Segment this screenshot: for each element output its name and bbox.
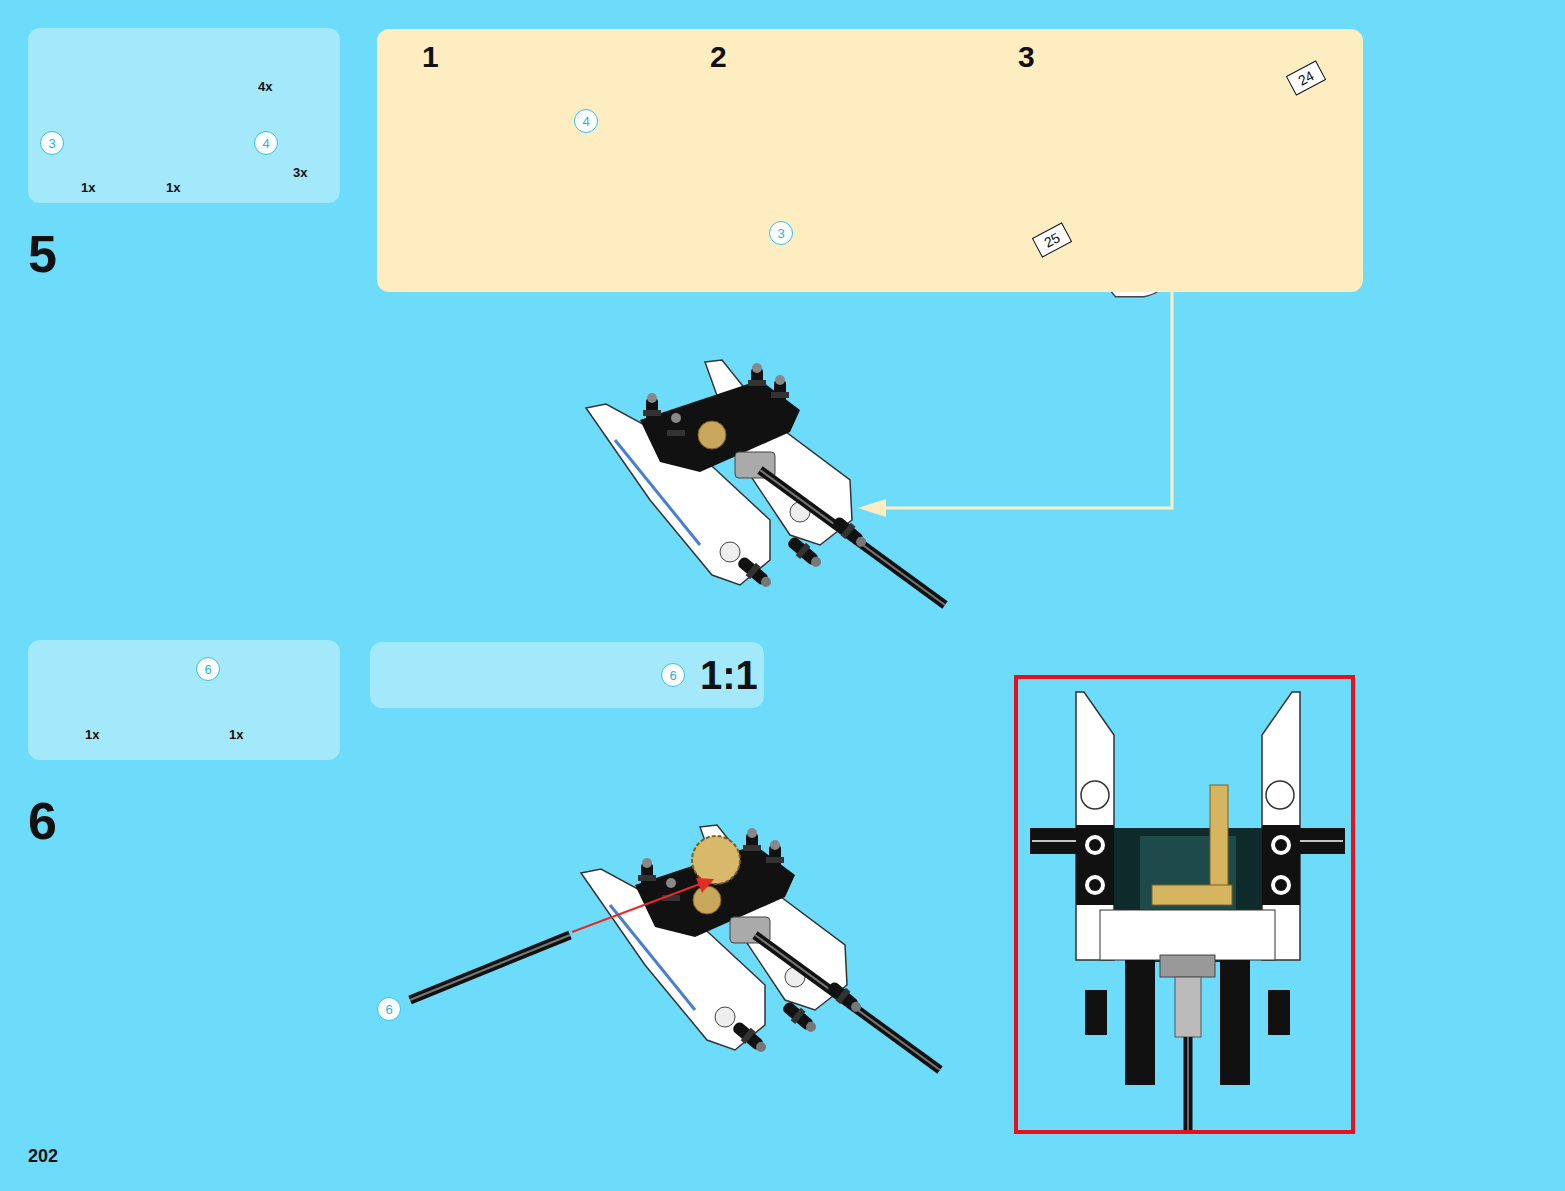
step-6-assembly-part [410,935,570,1000]
callout-number: 6 [377,997,401,1021]
quantity-label: 4x [258,80,272,93]
front-view-inset [1016,677,1353,1132]
front-view-inset-part [1089,839,1101,851]
front-view-inset-part [1275,839,1287,851]
step-6-assembly-part [692,836,740,884]
step-arrow-part [858,499,886,517]
callout-text: 4 [262,137,269,150]
front-view-inset-part [1275,879,1287,891]
callout-text: 6 [385,1003,392,1016]
substep-panel: 1 2 3 4 3 24 25 [377,29,1363,292]
front-view-inset-part [1175,977,1201,1037]
step-number: 2 [710,42,727,72]
step-number: 1:1 [700,655,758,695]
rotation-flag: 25 [1032,222,1072,257]
front-view-inset-part [1184,1037,1193,1132]
front-view-inset-part [1210,785,1228,900]
front-view-inset-part [1081,781,1109,809]
front-view-inset-part [1262,825,1300,905]
step-number: 3 [1018,42,1035,72]
quantity-label: 1x [81,181,95,194]
front-view-inset-part [1187,1037,1189,1132]
front-view-inset-part [1085,875,1105,895]
callout-text: 4 [582,115,589,128]
flag-number: 24 [1296,68,1316,88]
flag-number: 25 [1042,230,1062,250]
page-number: 202 [28,1147,58,1165]
step-number: 6 [28,795,57,847]
front-view-inset-part [1125,960,1155,1085]
callout-text: 6 [669,669,676,682]
step-6-assembly-part [572,884,700,932]
callout-text: 3 [48,137,55,150]
callout-text: 3 [777,227,784,240]
quantity-label: 1x [166,181,180,194]
callout-number: 4 [574,109,598,133]
step-arrow [858,292,1172,517]
step-5-assembly [586,360,945,605]
front-view-inset-part [1152,885,1232,905]
front-view-inset-part [1268,990,1290,1035]
front-view-inset-part [1085,990,1107,1035]
callout-number: 3 [769,221,793,245]
front-view-inset-part [1076,825,1114,905]
callout-number: 3 [40,131,64,155]
step-6-assembly-part [410,935,570,1000]
callout-number: 4 [254,131,278,155]
step-6-assembly-part [696,878,714,893]
callout-text: 6 [204,663,211,676]
quantity-label: 1x [85,728,99,741]
callout-number: 6 [196,657,220,681]
step-number: 5 [28,228,57,280]
step-number: 1 [422,42,439,72]
front-view-inset-part [1085,835,1105,855]
step-6-assembly [410,825,940,1070]
callout-number: 6 [661,663,685,687]
front-view-inset-part [1220,960,1250,1085]
front-view-inset-part [1271,835,1291,855]
step-6-assembly-part [581,825,940,1070]
front-view-inset-part [1100,910,1275,960]
quantity-label: 1x [229,728,243,741]
front-view-inset-part [1089,879,1101,891]
parts-list-panel: 4x 1x 1x 3x 3 4 [28,28,340,203]
parts-list-panel: 1x 1x 6 [28,640,340,760]
front-view-inset-part [1160,955,1215,977]
scale-panel: 1:1 6 [370,642,764,708]
quantity-label: 3x [293,166,307,179]
front-view-inset-part [1016,677,1353,1132]
front-view-inset-part [1271,875,1291,895]
front-view-inset-part [1266,781,1294,809]
rotation-flag: 24 [1286,60,1326,95]
step-arrow-part [880,292,1172,508]
